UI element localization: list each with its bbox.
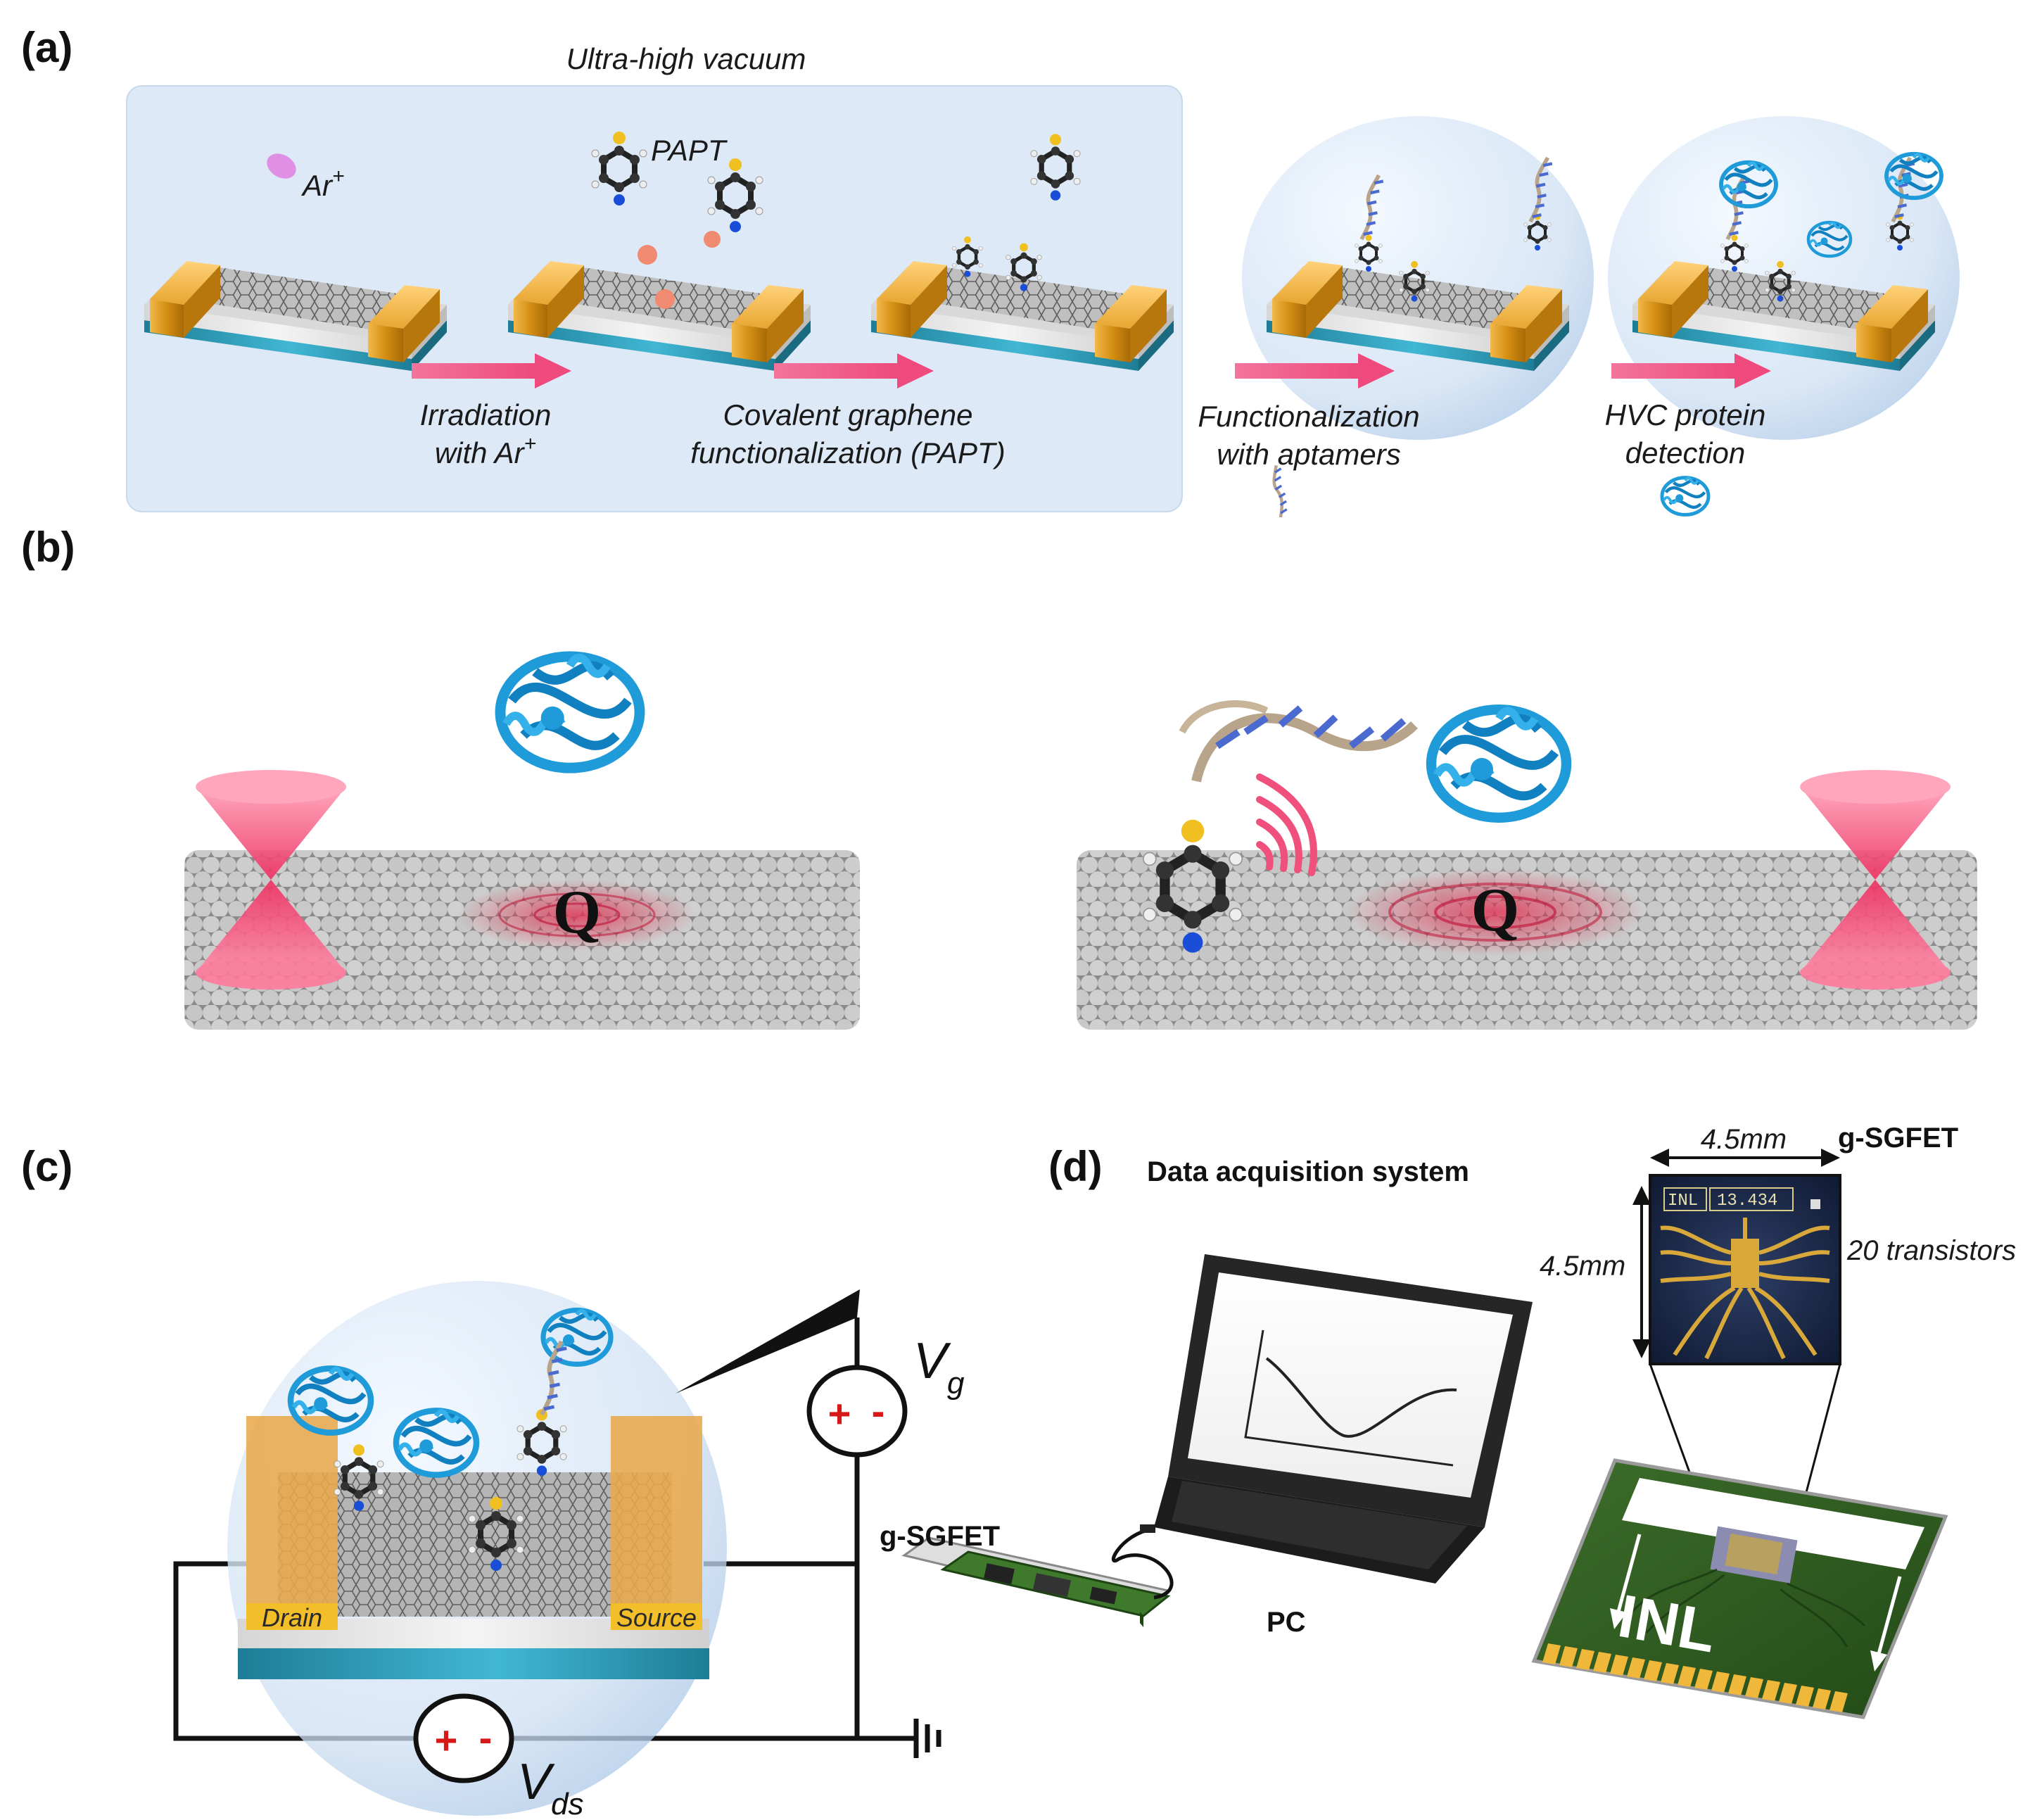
gate-minus: - (872, 1389, 885, 1433)
panel-d-label: (d) (1048, 1143, 1103, 1190)
width-dimension-label: 4.5mm (1701, 1124, 1787, 1155)
chip-carrier-board: INL (1531, 1458, 1948, 1719)
charge-ripple-right (1344, 868, 1647, 956)
charge-symbol-left: Q (553, 878, 601, 947)
step-1-caption-line-2: with Ar+ (435, 432, 536, 469)
source-electrode (611, 1416, 702, 1619)
protein-icon (500, 657, 640, 768)
process-arrow-2 (774, 353, 934, 388)
width-dimension (1650, 1149, 1840, 1167)
argon-ion-icon (267, 153, 296, 179)
dirac-cone-right (1800, 770, 1951, 990)
gate-voltage-label: Vg (913, 1333, 965, 1401)
gate-electrode-icon (676, 1289, 860, 1394)
screen-plot (1244, 1329, 1457, 1467)
chip-title: g-SGFET (1838, 1123, 1958, 1154)
daq-title: Data acquisition system (1147, 1156, 1469, 1187)
drain-electrode (246, 1416, 338, 1619)
step-4-caption-line-1: HVC protein (1605, 398, 1766, 431)
charge-ripple-left (457, 880, 697, 950)
defect-site (704, 231, 721, 248)
vacuum-title: Ultra-high vacuum (566, 42, 806, 75)
protein-icon (1431, 709, 1566, 818)
substrate (238, 1647, 709, 1679)
process-arrow-3 (1235, 353, 1395, 388)
aptamer-icon (1179, 700, 1418, 783)
chip-logo: INL (1668, 1192, 1698, 1211)
panel-c-label: (c) (21, 1143, 72, 1190)
arrow-down-icon (1610, 1534, 1642, 1629)
gate-plus: + (828, 1391, 851, 1436)
gate-voltage-source (806, 1365, 908, 1458)
process-arrow-1 (412, 353, 571, 388)
defect-site (655, 289, 675, 309)
ds-plus: + (435, 1718, 458, 1762)
step-2-caption-line-1: Covalent graphene (723, 398, 973, 431)
drain-source-voltage-source (413, 1693, 514, 1783)
chip-traces (1660, 1218, 1830, 1360)
ds-minus: - (479, 1715, 493, 1759)
device-label: g-SGFET (880, 1521, 1000, 1552)
ground-icon (913, 1719, 941, 1758)
step-2-caption-line-2: functionalization (PAPT) (690, 436, 1005, 469)
protein-legend-icon (1662, 478, 1708, 515)
height-dimension-label: 4.5mm (1540, 1251, 1625, 1282)
dirac-cone-left (196, 770, 346, 990)
process-arrow-4 (1611, 353, 1771, 388)
drain-label: Drain (262, 1603, 322, 1632)
step-3-caption-line-2: with aptamers (1217, 438, 1400, 471)
argon-ion-label: Ar+ (300, 165, 345, 202)
board-logo: INL (1613, 1582, 1721, 1666)
source-label: Source (616, 1603, 697, 1632)
panel-b-label: (b) (21, 524, 75, 571)
ds-voltage-label: Vds (517, 1754, 584, 1820)
height-dimension (1632, 1186, 1651, 1358)
arrow-down-icon (1870, 1576, 1902, 1672)
chip-code: 13.434 (1717, 1192, 1777, 1211)
step-1-caption-line-1: Irradiation (420, 398, 552, 431)
step-4-caption-line-2: detection (1625, 436, 1745, 469)
pcb-contact-pads (1542, 1643, 1848, 1712)
aptamer-legend-icon (1264, 465, 1297, 517)
pc-label: PC (1267, 1607, 1306, 1638)
signal-wave-icon (1256, 773, 1317, 876)
panel-a-label: (a) (21, 24, 72, 71)
transistor-count: 20 transistors (1846, 1235, 2016, 1266)
defect-site (638, 245, 657, 265)
laptop-icon (1154, 1254, 1533, 1584)
charge-symbol-right: Q (1471, 876, 1519, 944)
usb-cable (1111, 1527, 1174, 1600)
papt-label: PAPT (651, 134, 728, 167)
step-3-caption-line-1: Functionalization (1198, 400, 1419, 433)
